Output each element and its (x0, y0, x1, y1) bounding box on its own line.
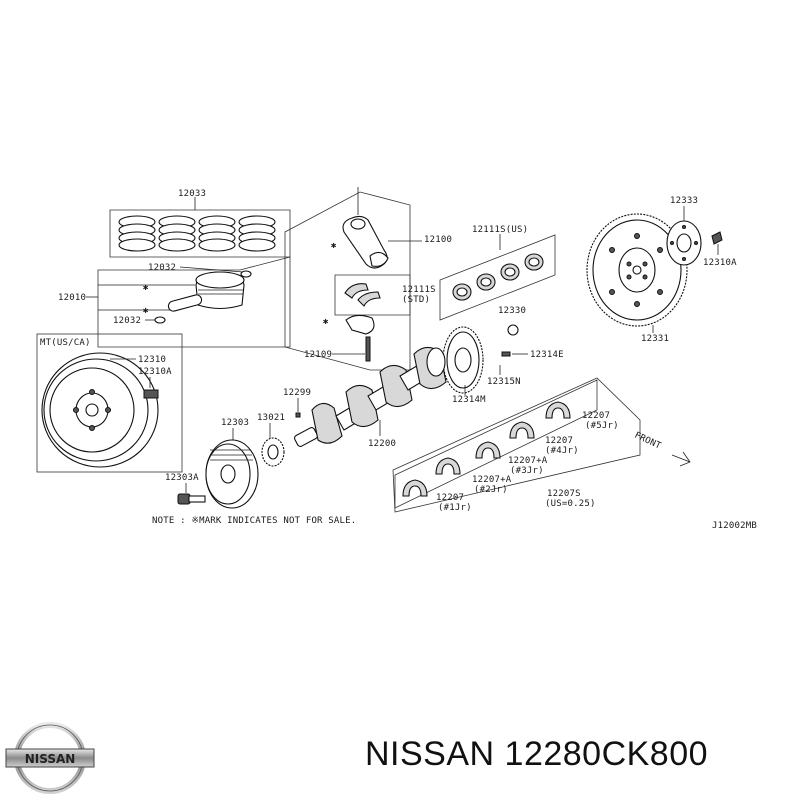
bolt-icon (501, 351, 511, 357)
label-12314E: 12314E (530, 350, 564, 360)
front-pulley-group: 12303 13021 12303A (165, 413, 285, 509)
front-label: FRONT (633, 431, 663, 452)
label-12109: 12109 (304, 350, 332, 360)
piston-pin-clip-icon (240, 270, 252, 278)
bushing-icon (507, 324, 519, 336)
crankshaft-group: 12299 12200 (283, 346, 447, 449)
rod-bolt-icon (365, 336, 371, 362)
label-12330: 12330 (498, 306, 526, 316)
not-for-sale-mark-1: ✱ (143, 283, 149, 293)
rod-cap-icon (345, 314, 375, 335)
label-mt-us-ca: MT(US/CA) (40, 338, 91, 348)
brand-name: NISSAN (25, 752, 76, 766)
label-12207A-3: 12207+A (508, 456, 548, 466)
label-4jr: (#4Jr) (545, 446, 579, 456)
signal-plate-icon (442, 326, 484, 394)
label-12207-4: 12207 (545, 436, 573, 446)
not-for-sale-mark-2: ✱ (143, 306, 149, 316)
label-12333: 12333 (670, 196, 698, 206)
label-12200: 12200 (368, 439, 396, 449)
piston-pin-clip-icon (154, 316, 166, 324)
not-for-sale-note: NOTE : ※MARK INDICATES NOT FOR SALE. (152, 516, 356, 526)
label-12032-top: 12032 (148, 263, 176, 273)
crank-pulley-icon (205, 439, 259, 509)
piston-pin-icon (167, 294, 203, 312)
rod-bearing-icon (344, 283, 381, 307)
diagram-id: J12002MB (712, 521, 757, 531)
flywheel-group: 12333 12310A 12331 (586, 196, 737, 344)
not-for-sale-mark-4: ✱ (323, 317, 329, 327)
crankshaft-icon (293, 346, 447, 447)
piston-rings-group: 12033 (109, 189, 291, 258)
label-12303: 12303 (221, 418, 249, 428)
label-12314M: 12314M (452, 395, 486, 405)
label-12299: 12299 (283, 388, 311, 398)
flywheel-bolt-icon (711, 231, 723, 245)
label-12315N: 12315N (487, 377, 521, 387)
label-12111S-std: 12111S (402, 285, 436, 295)
main-bearing-journals-group: 12207 (#5Jr) 12207 (#4Jr) 12207+A (#3Jr)… (392, 377, 641, 513)
label-12032-bottom: 12032 (113, 316, 141, 326)
not-for-sale-mark-3: ✱ (331, 241, 337, 251)
main-bearing-shell-icon (402, 401, 571, 497)
label-3jr: (#3Jr) (510, 466, 544, 476)
label-12033: 12033 (178, 189, 206, 199)
label-12310: 12310 (138, 355, 166, 365)
crank-pulley-mt-icon (41, 352, 159, 468)
main-bearing-us-group: 12111S(US) (439, 225, 556, 321)
label-std: (STD) (402, 295, 430, 305)
piston-ring-set (118, 215, 276, 252)
label-12303A: 12303A (165, 473, 199, 483)
connecting-rod-group: ✱ 12100 12111S (STD) ✱ 12109 (284, 187, 452, 371)
label-12207S: 12207S (547, 489, 581, 499)
label-1jr: (#1Jr) (438, 503, 472, 513)
flywheel-icon (586, 213, 688, 327)
mt-pulley-group: MT(US/CA) 12310 12310A (36, 333, 183, 473)
crank-sprocket-icon (261, 437, 285, 467)
label-2jr: (#2Jr) (474, 485, 508, 495)
piston-group: 12032 12010 ✱ ✱ 12032 (58, 256, 291, 348)
pulley-bolt-icon (177, 493, 206, 505)
label-12207-1: 12207 (436, 493, 464, 503)
bearing-shell-icon (452, 253, 544, 301)
label-12207A-2: 12207+A (472, 475, 512, 485)
front-direction-indicator: FRONT (633, 431, 691, 467)
signal-plate-group: 12330 12314E 12315N 12314M (442, 306, 564, 405)
piston-icon (195, 271, 245, 310)
label-12331: 12331 (641, 334, 669, 344)
connecting-rod-icon (342, 215, 389, 269)
label-12310A: 12310A (138, 367, 172, 377)
label-5jr: (#5Jr) (585, 421, 619, 431)
label-us-025: (US=0.25) (545, 499, 596, 509)
label-12207-5: 12207 (582, 411, 610, 421)
label-12111S-us: 12111S(US) (472, 225, 528, 235)
label-12310A-right: 12310A (703, 258, 737, 268)
crank-key-icon (295, 412, 301, 418)
pulley-bolt-icon (143, 389, 159, 399)
part-number-caption: NISSAN 12280CK800 (365, 735, 709, 773)
label-13021: 13021 (257, 413, 285, 423)
label-12100: 12100 (424, 235, 452, 245)
reinforcement-plate-icon (666, 220, 702, 266)
label-12010: 12010 (58, 293, 86, 303)
nissan-logo-icon: NISSAN (5, 722, 95, 794)
